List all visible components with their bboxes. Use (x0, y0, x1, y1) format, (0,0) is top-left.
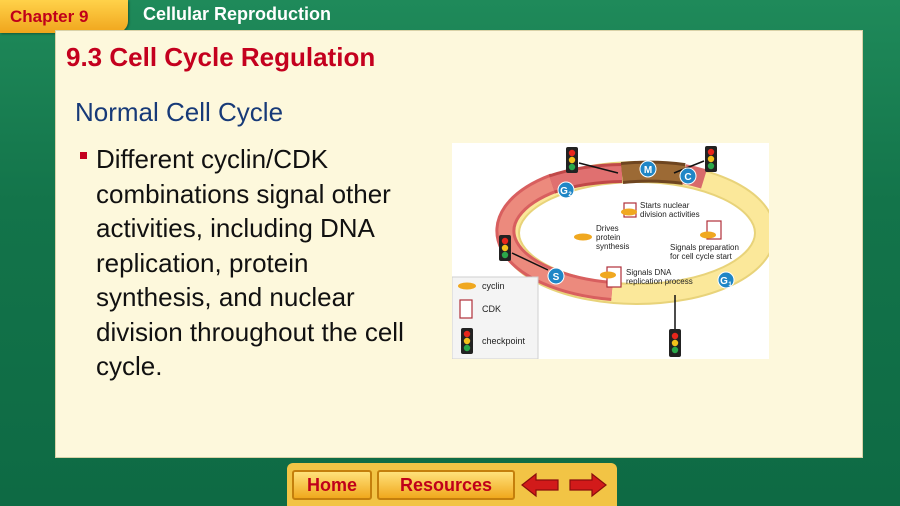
cyclin-icon (458, 282, 476, 290)
svg-text:G: G (560, 186, 568, 197)
left-arrow-icon (521, 472, 559, 498)
svg-text:2: 2 (568, 192, 572, 198)
svg-text:Signals preparation: Signals preparation (670, 243, 739, 252)
bullet-marker (80, 152, 87, 159)
phase-badge-g2: G 2 (557, 181, 575, 199)
svg-text:division activities: division activities (640, 210, 700, 219)
chapter-tab: Chapter 9 (0, 0, 128, 33)
diagram-legend: cyclin CDK checkpoint (452, 276, 539, 359)
svg-text:Drives: Drives (596, 224, 619, 233)
header-bar: Chapter 9 Cellular Reproduction (0, 0, 900, 33)
prev-button[interactable] (518, 470, 562, 500)
annotation-dna-replication: Signals DNA replication process (600, 266, 693, 288)
phase-badge-c: C (679, 167, 697, 185)
next-button[interactable] (566, 470, 610, 500)
checkpoint-icon (669, 295, 681, 357)
annotation-nuclear-division: Starts nuclear division activities (621, 201, 700, 219)
cdk-icon (459, 299, 473, 319)
svg-text:for cell cycle start: for cell cycle start (670, 252, 733, 261)
svg-text:CDK: CDK (482, 304, 501, 314)
svg-text:S: S (553, 272, 560, 283)
checkpoint-icon (673, 146, 717, 174)
phase-badge-s: S (547, 267, 565, 285)
resources-button[interactable]: Resources (377, 470, 515, 500)
phase-badge-g1: G 1 (717, 271, 735, 289)
annotation-cycle-start: Signals preparation for cell cycle start (670, 220, 739, 261)
chapter-title: Cellular Reproduction (143, 4, 332, 24)
section-title: 9.3 Cell Cycle Regulation (66, 42, 376, 72)
checkpoint-icon (566, 147, 619, 174)
home-button[interactable]: Home (292, 470, 372, 500)
svg-text:synthesis: synthesis (596, 242, 629, 251)
checkpoint-icon (499, 235, 549, 271)
subheading: Normal Cell Cycle (75, 97, 284, 127)
svg-text:replication process: replication process (626, 277, 693, 286)
annotation-protein-synthesis: Drives protein synthesis (574, 224, 629, 251)
svg-text:Signals DNA: Signals DNA (626, 268, 672, 277)
svg-text:C: C (684, 172, 691, 183)
phase-badge-m: M (639, 160, 657, 178)
svg-text:1: 1 (728, 282, 732, 288)
right-arrow-icon (569, 472, 607, 498)
bullet-text: Different cyclin/CDK combinations signal… (96, 144, 404, 381)
svg-text:cyclin: cyclin (482, 281, 505, 291)
svg-text:checkpoint: checkpoint (482, 336, 526, 346)
svg-text:protein: protein (596, 233, 620, 242)
svg-text:G: G (720, 276, 728, 287)
svg-text:M: M (644, 165, 652, 176)
svg-text:Starts nuclear: Starts nuclear (640, 201, 690, 210)
cell-cycle-diagram: M C G 2 S G 1 Starts nuclear division ac… (452, 143, 769, 359)
